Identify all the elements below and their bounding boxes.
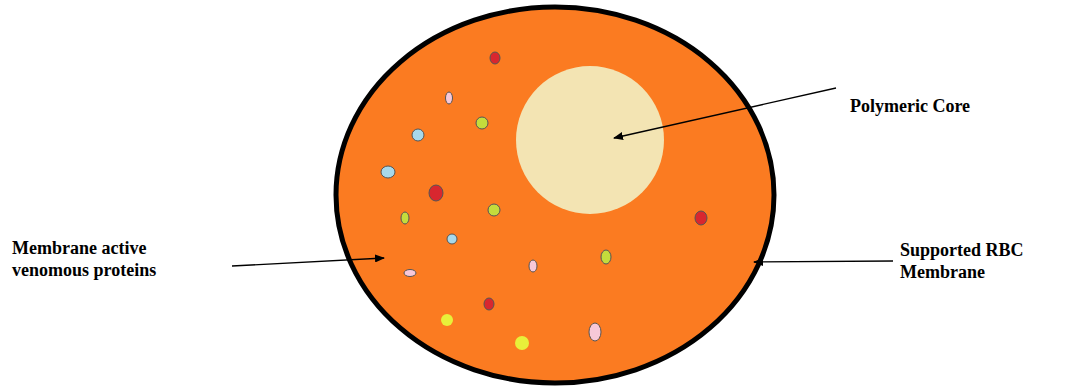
- part-label: Membrane active venomous proteins: [12, 237, 197, 281]
- leader-line: [614, 88, 836, 138]
- part-label: Supported RBC Membrane: [900, 239, 1050, 283]
- leader-line: [754, 261, 893, 262]
- leader-line: [232, 258, 384, 266]
- rbc-membrane-particle: [336, 7, 774, 383]
- venom-proteins: [381, 52, 707, 350]
- polymeric-core: [516, 66, 664, 214]
- part-label: Polymeric Core: [850, 95, 970, 117]
